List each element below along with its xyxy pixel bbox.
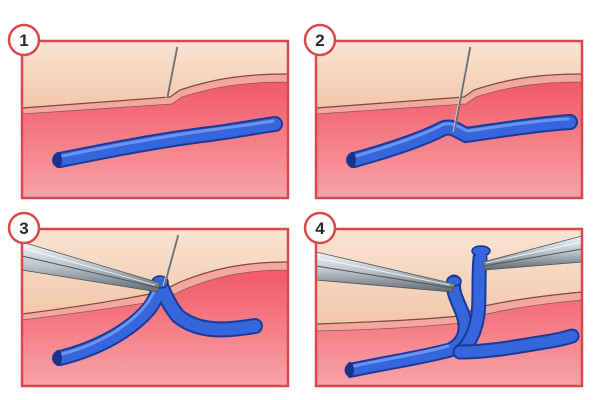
step-number: 3 — [19, 219, 28, 238]
panel-frame — [20, 227, 290, 388]
step-number: 1 — [19, 31, 28, 50]
panel-frame — [314, 39, 584, 200]
vein — [344, 245, 580, 378]
needle-icon — [165, 46, 179, 99]
panel-frame — [20, 39, 290, 200]
step-badge: 1 — [7, 23, 41, 57]
needle-icon — [452, 46, 472, 133]
needle-icon — [162, 234, 180, 287]
step-badge: 4 — [303, 211, 337, 245]
step-badge: 3 — [7, 211, 41, 245]
panel-4: 4 — [303, 211, 584, 388]
panel-3: 3 — [7, 211, 290, 388]
vein — [52, 116, 283, 168]
panel-2: 2 — [303, 23, 584, 200]
panel-frame — [314, 227, 584, 388]
step-badge: 2 — [303, 23, 337, 57]
step-number: 2 — [315, 31, 324, 50]
panel-1: 1 — [7, 23, 290, 200]
forceps-icon — [315, 251, 456, 293]
step-number: 4 — [315, 219, 325, 238]
